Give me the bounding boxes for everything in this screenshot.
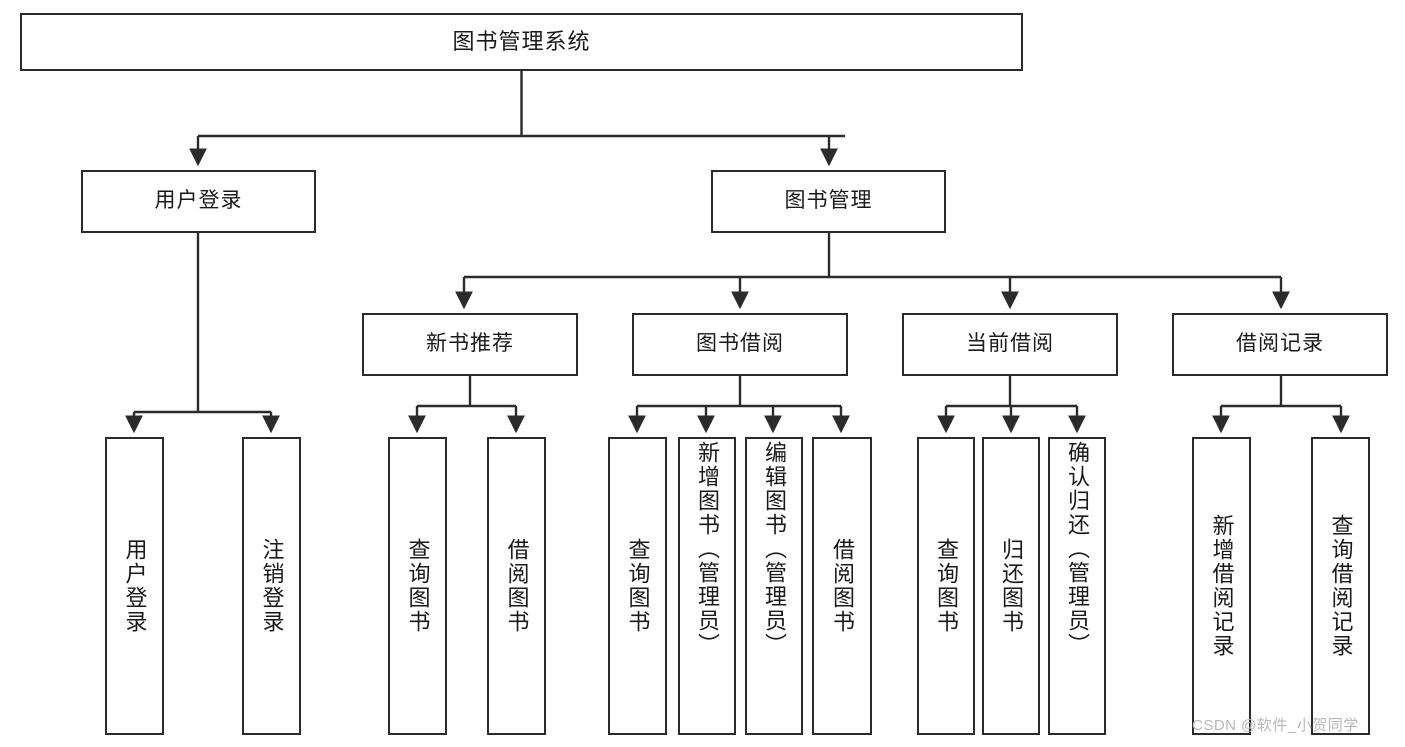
node-label: 注销登录: [259, 538, 285, 634]
node-label: 新书推荐: [426, 332, 514, 356]
leaf-borrow-book-borrow[interactable]: 借阅图书: [812, 437, 872, 735]
node-label: 借阅图书: [829, 538, 855, 634]
node-book-manage[interactable]: 图书管理: [711, 170, 946, 233]
leaf-query-book-current[interactable]: 查询图书: [917, 437, 975, 735]
leaf-return-book[interactable]: 归还图书: [982, 437, 1040, 735]
node-label: 归还图书: [998, 538, 1024, 634]
leaf-borrow-book-recommend[interactable]: 借阅图书: [487, 437, 546, 735]
node-label: 新增图书（管理员）: [694, 441, 720, 657]
node-label: 新增借阅记录: [1209, 514, 1235, 658]
node-current-borrow[interactable]: 当前借阅: [902, 313, 1118, 376]
node-borrow-record[interactable]: 借阅记录: [1172, 313, 1388, 376]
node-label: 查询图书: [933, 538, 959, 634]
node-book-management-system[interactable]: 图书管理系统: [20, 13, 1023, 71]
node-label: 编辑图书（管理员）: [761, 441, 787, 657]
node-label: 图书管理系统: [452, 29, 591, 55]
node-label: 查询图书: [405, 538, 431, 634]
node-new-book-recommend[interactable]: 新书推荐: [362, 313, 578, 376]
leaf-query-book-borrow[interactable]: 查询图书: [608, 437, 667, 735]
node-label: 查询图书: [625, 538, 651, 634]
node-label: 图书管理: [784, 189, 873, 213]
node-label: 借阅图书: [504, 538, 530, 634]
node-label: 用户登录: [122, 538, 148, 634]
node-label: 查询借阅记录: [1328, 514, 1354, 658]
leaf-user-login[interactable]: 用户登录: [105, 437, 164, 735]
node-label: 图书借阅: [696, 332, 784, 356]
node-user-login[interactable]: 用户登录: [81, 170, 316, 233]
node-label: 确认归还（管理员）: [1064, 441, 1090, 657]
node-label: 用户登录: [154, 189, 243, 213]
leaf-add-borrow-record[interactable]: 新增借阅记录: [1192, 437, 1251, 735]
leaf-add-book-admin[interactable]: 新增图书（管理员）: [678, 437, 736, 735]
leaf-query-borrow-record[interactable]: 查询借阅记录: [1311, 437, 1370, 735]
leaf-logout-login[interactable]: 注销登录: [242, 437, 301, 735]
node-book-borrow[interactable]: 图书借阅: [632, 313, 848, 376]
leaf-confirm-return-admin[interactable]: 确认归还（管理员）: [1048, 437, 1106, 735]
node-label: 借阅记录: [1236, 332, 1324, 356]
csdn-watermark: CSDN @软件_小贺同学: [1192, 717, 1359, 734]
leaf-query-book-recommend[interactable]: 查询图书: [388, 437, 447, 735]
node-label: 当前借阅: [966, 332, 1054, 356]
leaf-edit-book-admin[interactable]: 编辑图书（管理员）: [745, 437, 803, 735]
